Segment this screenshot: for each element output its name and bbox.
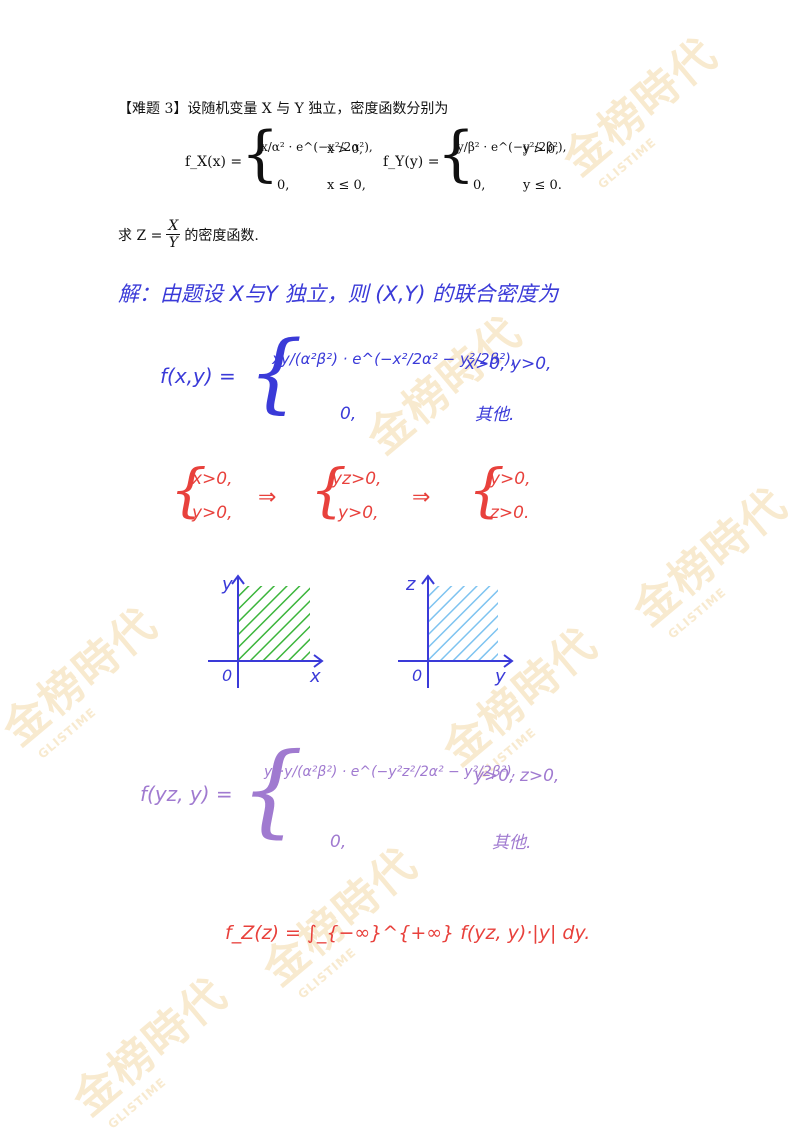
- x-axis-arrow: [313, 654, 324, 668]
- ask-frac-num: X: [166, 218, 181, 235]
- joint-case1: xy/(α²β²) · e^(−x²/2α² − y²/2β²),: [272, 350, 516, 368]
- graph2-ylabel: y: [495, 666, 506, 687]
- cond-brace-b: {: [310, 456, 347, 524]
- watermark-logo: 金榜時代 GLISTIME: [253, 838, 428, 1002]
- fy-case1-expr: y/β² · e^(−y²/2β²),: [457, 140, 567, 154]
- cond-a1: x>0,: [192, 469, 233, 489]
- horizontal-axis-arrow: [503, 654, 514, 668]
- fy-brace: {: [437, 119, 476, 189]
- fy-definition: f_Y(y) = { y/β² · e^(−y²/2β²), y > 0, 0,…: [383, 124, 583, 202]
- ask-frac-den: Y: [168, 235, 178, 251]
- problem-ask: 求 Z = X Y 的密度函数.: [118, 218, 259, 251]
- fx-case2-expr: 0,: [277, 178, 290, 193]
- joint-case1-cond: x>0, y>0,: [465, 354, 552, 374]
- graph-xy-quadrant: [208, 574, 324, 688]
- fx-case1-cond: x > 0,: [327, 142, 363, 156]
- sub-case1: yz·y/(α²β²) · e^(−y²z²/2α² − y²/2β²),: [264, 764, 517, 780]
- arrow-1: ⇒: [258, 485, 277, 510]
- sub-case2: 0,: [330, 832, 347, 852]
- ask-fraction: X Y: [166, 218, 181, 251]
- fx-lhs: f_X(x) =: [185, 154, 243, 170]
- final-formula: f_Z(z) = ∫_{−∞}^{+∞} f(yz, y)·|y| dy.: [225, 922, 591, 944]
- joint-density: f(x,y) = { xy/(α²β²) · e^(−x²/2α² − y²/2…: [160, 330, 580, 430]
- arrow-2: ⇒: [412, 485, 431, 510]
- sub-case2-cond: 其他.: [492, 833, 532, 853]
- cond-a2: y>0,: [192, 503, 233, 523]
- fx-case1-expr: x/α² · e^(−x²/2α²),: [261, 140, 373, 154]
- graph-yz-quadrant: [398, 574, 514, 688]
- z-axis-arrow: [421, 574, 435, 585]
- fx-case2-cond: x ≤ 0,: [327, 178, 366, 193]
- graph2-origin: 0: [412, 666, 423, 685]
- cond-b1: yz>0,: [332, 469, 382, 489]
- y-axis-arrow: [231, 574, 245, 585]
- solution-intro: 解：由题设 X与Y 独立，则 (X,Y) 的联合密度为: [118, 282, 559, 306]
- joint-case2: 0,: [340, 404, 357, 424]
- cond-b2: y>0,: [338, 503, 379, 523]
- substituted-density: f(yz, y) = { yz·y/(α²β²) · e^(−y²z²/2α² …: [140, 740, 580, 855]
- sub-case1-cond: y>0, z>0,: [474, 766, 560, 786]
- condition-chain: { x>0, y>0, ⇒ { yz>0, y>0, ⇒ { y>0, z>0.: [170, 461, 570, 535]
- sub-lhs: f(yz, y) =: [140, 782, 233, 806]
- fy-case2-expr: 0,: [473, 178, 486, 193]
- joint-brace: {: [248, 323, 303, 423]
- joint-lhs: f(x,y) =: [160, 364, 236, 388]
- region-first-quadrant: [428, 586, 498, 661]
- watermark-logo: 金榜時代 GLISTIME: [63, 968, 238, 1132]
- cond-brace-c: {: [468, 456, 505, 524]
- graph1-xlabel: x: [310, 666, 321, 687]
- ask-prefix: 求 Z =: [118, 227, 163, 244]
- ask-suffix: 的密度函数.: [184, 227, 259, 244]
- cond-c1: y>0,: [490, 469, 531, 489]
- graph1-ylabel: y: [222, 574, 233, 595]
- cond-brace-a: {: [170, 456, 207, 524]
- region-first-quadrant: [238, 586, 310, 661]
- graph2-zlabel: z: [406, 574, 416, 595]
- fy-case1-cond: y > 0,: [523, 142, 559, 156]
- fx-definition: f_X(x) = { x/α² · e^(−x²/2α²), x > 0, 0,…: [185, 124, 385, 202]
- fy-lhs: f_Y(y) =: [383, 154, 440, 170]
- joint-case2-cond: 其他.: [475, 405, 515, 425]
- fy-case2-cond: y ≤ 0.: [523, 178, 562, 193]
- problem-tag: 【难题 3】: [118, 101, 188, 117]
- problem-intro: 【难题 3】设随机变量 X 与 Y 独立，密度函数分别为: [118, 98, 448, 118]
- problem-intro-text: 设随机变量 X 与 Y 独立，密度函数分别为: [187, 101, 449, 117]
- watermark-logo: 金榜時代 GLISTIME: [623, 478, 798, 642]
- graph1-origin: 0: [222, 666, 233, 685]
- cond-c2: z>0.: [490, 503, 530, 523]
- fx-brace: {: [241, 119, 280, 189]
- sub-brace: {: [240, 731, 304, 848]
